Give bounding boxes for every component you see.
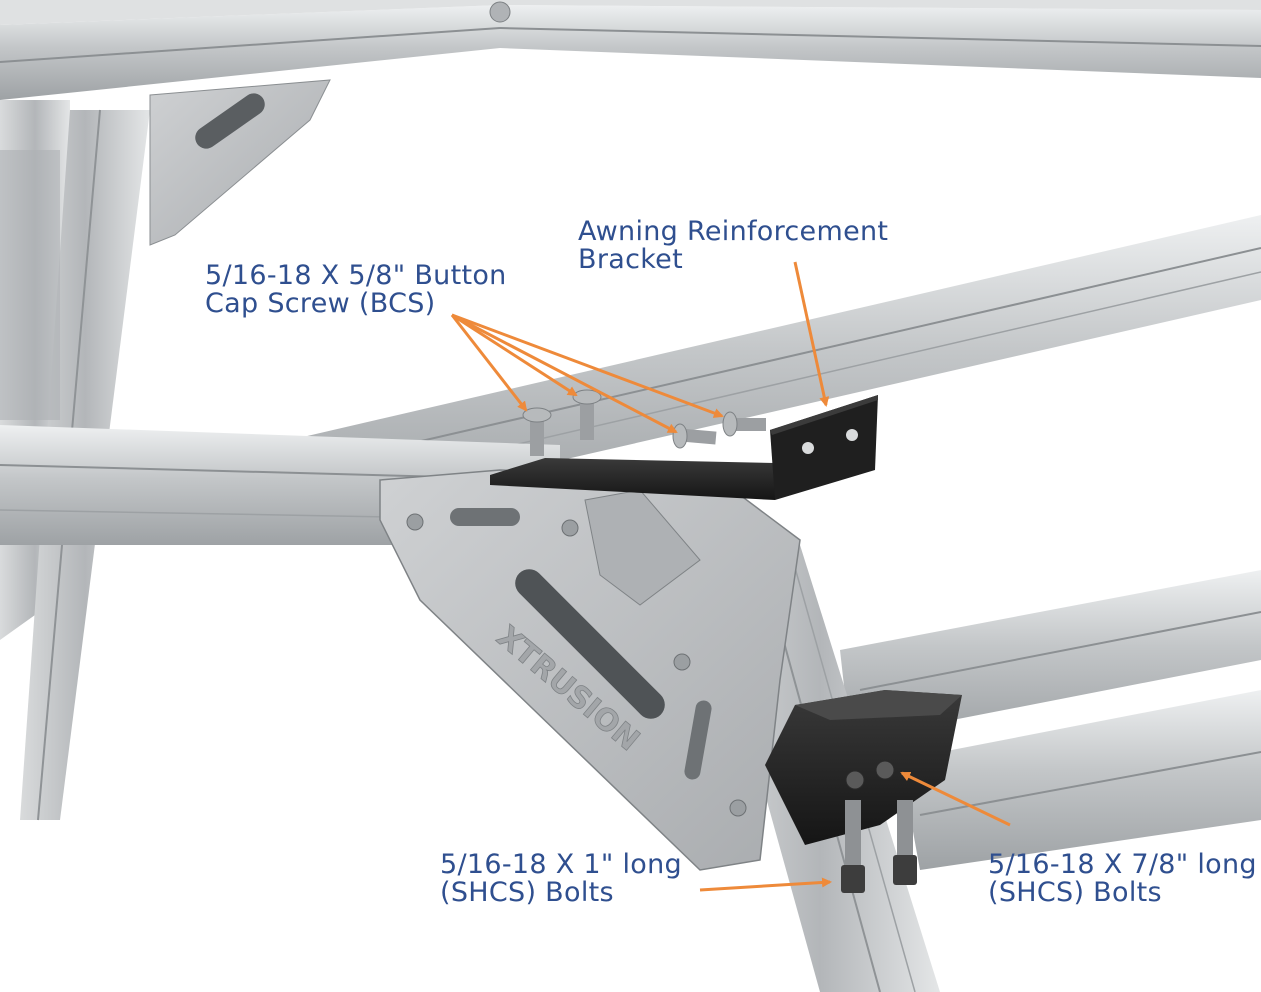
label-awning-bracket: Awning Reinforcement Bracket bbox=[578, 218, 888, 274]
label-awning-bracket-line2: Bracket bbox=[578, 244, 683, 275]
label-shcs-1in-line2: (SHCS) Bolts bbox=[440, 877, 614, 908]
label-shcs-1in-line1: 5/16-18 X 1" long bbox=[440, 849, 682, 880]
label-shcs-1in: 5/16-18 X 1" long (SHCS) Bolts bbox=[440, 851, 682, 907]
arrow-bcs-2 bbox=[451, 313, 578, 397]
label-shcs-7-8in-line1: 5/16-18 X 7/8" long bbox=[988, 849, 1257, 880]
bcs-screw-1 bbox=[522, 407, 552, 456]
label-button-cap-screw: 5/16-18 X 5/8" Button Cap Screw (BCS) bbox=[205, 262, 507, 318]
bcs-screw-4 bbox=[722, 411, 766, 437]
label-awning-bracket-line1: Awning Reinforcement bbox=[578, 216, 889, 247]
upper-gusset-plate bbox=[149, 79, 331, 246]
label-button-cap-screw-line2: Cap Screw (BCS) bbox=[205, 288, 436, 319]
bcs-screw-2 bbox=[572, 389, 602, 440]
arrow-bcs-1 bbox=[450, 314, 528, 412]
shcs-bolts bbox=[841, 800, 917, 893]
top-rail bbox=[0, 0, 1261, 100]
arrow-shcs-7-8 bbox=[900, 771, 1011, 827]
leader-arrows bbox=[450, 261, 1011, 892]
label-shcs-7-8in: 5/16-18 X 7/8" long (SHCS) Bolts bbox=[988, 851, 1257, 907]
arrow-bcs-3 bbox=[451, 313, 678, 434]
awning-reinforcement-bracket bbox=[490, 395, 878, 500]
arrow-shcs-1 bbox=[699, 877, 832, 892]
shcs-bolt-1in bbox=[841, 800, 865, 893]
button-cap-screws bbox=[522, 389, 766, 456]
label-shcs-7-8in-line2: (SHCS) Bolts bbox=[988, 877, 1162, 908]
lower-bracket-block bbox=[765, 690, 962, 845]
arrow-bcs-4 bbox=[451, 313, 724, 418]
main-gusset-plate: XTRUSION bbox=[379, 469, 801, 871]
shcs-bolt-7-8in bbox=[893, 800, 917, 885]
arrow-bracket bbox=[793, 261, 830, 407]
label-button-cap-screw-line1: 5/16-18 X 5/8" Button bbox=[205, 260, 507, 291]
